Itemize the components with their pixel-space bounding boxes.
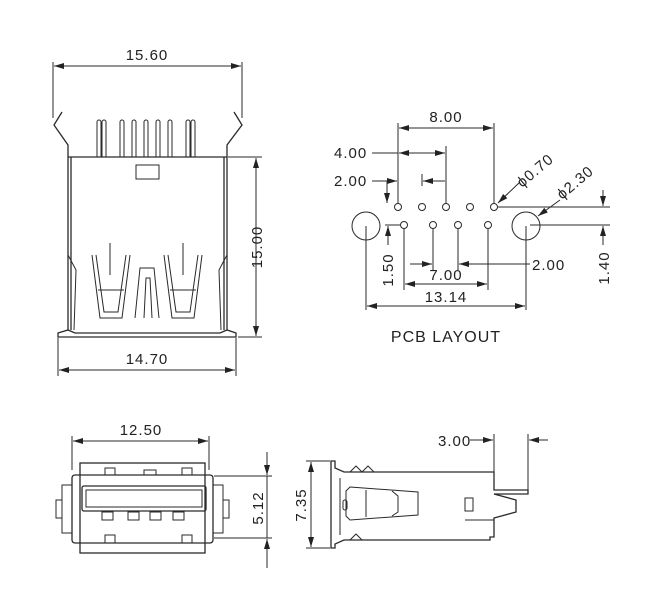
side-view: 7.35 3.00 (293, 433, 548, 549)
dim-label-8-00: 8.00 (429, 109, 462, 126)
pcb-layout: 8.00 4.00 2.00 ϕ0.70 ϕ2.30 1.40 1.50 (334, 109, 613, 346)
spring-left (91, 254, 131, 319)
dim-label-2-00-top: 2.00 (334, 173, 367, 190)
top-view: 15.60 15 (52, 47, 266, 376)
dim-label-5-12: 5.12 (250, 491, 267, 524)
port-opening (81, 485, 207, 512)
dim-label-hole-large: ϕ2.30 (554, 163, 598, 203)
spring-contact (345, 486, 419, 521)
dim-label-bottom-width: 14.70 (126, 351, 169, 368)
small-holes (394, 203, 498, 229)
window-rect (135, 164, 160, 180)
side-body (330, 460, 529, 549)
dim-label-1-40: 1.40 (596, 251, 613, 284)
dim-label-7-00: 7.00 (429, 267, 462, 284)
pcb-layout-title: PCB LAYOUT (391, 329, 501, 346)
pins (96, 119, 196, 157)
bottom-flange (57, 329, 237, 338)
dim-label-height: 15.00 (249, 226, 266, 269)
spring-right (163, 254, 203, 319)
front-view: 12.50 5.12 (55, 422, 272, 568)
left-hook (53, 111, 69, 330)
dim-label-2-00-bottom: 2.00 (532, 257, 565, 274)
outer-shell (79, 462, 206, 554)
dim-label-3-00: 3.00 (438, 433, 471, 450)
dim-label-hole-small: ϕ0.70 (514, 151, 558, 191)
dim-label-top-width: 15.60 (126, 47, 169, 64)
dim-label-4-00: 4.00 (334, 145, 367, 162)
dim-label-1-50: 1.50 (380, 253, 397, 286)
dim-label-12-50: 12.50 (120, 422, 163, 439)
front-body (71, 474, 214, 544)
dim-label-7-35: 7.35 (293, 488, 310, 521)
dim-label-13-14: 13.14 (425, 289, 468, 306)
right-hook (226, 111, 243, 330)
